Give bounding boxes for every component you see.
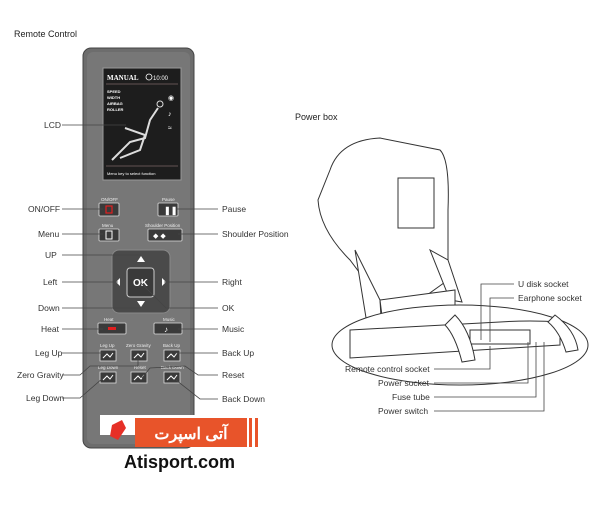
power-icon (105, 205, 113, 214)
callout-onoff: ON/OFF (28, 204, 60, 214)
music-note-icon: ♪ (168, 111, 172, 118)
callout-power-socket: Power socket (378, 378, 430, 388)
logo-banner (135, 418, 247, 447)
logo-name-fa: آتی اسپرت (154, 422, 229, 444)
callout-earphone-socket: Earphone socket (518, 293, 582, 303)
callout-heat: Heat (41, 324, 60, 334)
lcd-row: SPEED (107, 89, 121, 94)
massage-icons: ◉ (168, 95, 174, 102)
callout-menu: Menu (38, 229, 60, 239)
power-box-title: Power box (295, 112, 338, 122)
shoulder-position-button[interactable] (147, 228, 183, 242)
callout-reset: Reset (222, 370, 245, 380)
lcd-row: AIRBAG (107, 101, 123, 106)
down-button[interactable] (137, 301, 145, 307)
power-box-callouts: U disk socket Earphone socket Remote con… (345, 279, 582, 416)
lcd-screen: MANUAL 10:00 SPEED WIDTH AIRBAG ROLLER ◉… (102, 67, 182, 181)
callout-fuse-tube: Fuse tube (392, 392, 430, 402)
callout-back-up: Back Up (222, 348, 254, 358)
callout-remote-control-socket: Remote control socket (345, 364, 430, 374)
head-icon (156, 100, 164, 108)
left-callouts: LCD ON/OFF Menu UP Left Down Heat Leg Up… (17, 120, 141, 403)
lcd-time: 10:00 (153, 76, 169, 82)
callout-right: Right (222, 277, 242, 287)
callout-zero-gravity: Zero Gravity (17, 370, 65, 380)
caption: Leg Up (100, 343, 115, 348)
up-button[interactable] (137, 256, 145, 262)
caption: Back Up (163, 343, 181, 348)
caption: Reset (134, 365, 147, 370)
chair-base-drawing (317, 137, 589, 386)
caption: ON/OFF (101, 197, 118, 202)
heat-icon: ≈ (168, 125, 172, 132)
music-icon: ♪ (164, 325, 168, 334)
shoulder-arrows-icon: ◆ ◆ (153, 233, 166, 240)
callout-leg-down: Leg Down (26, 393, 65, 403)
callout-pause: Pause (222, 204, 246, 214)
music-button[interactable] (153, 322, 183, 335)
lcd-row: WIDTH (107, 95, 120, 100)
menu-button[interactable] (98, 228, 120, 242)
right-callouts: Pause Shoulder Position Right OK Music B… (140, 204, 289, 404)
pause-button[interactable] (157, 202, 179, 217)
caption: Shoulder Position (145, 223, 181, 228)
lcd-mode: MANUAL (107, 74, 139, 82)
callout-leg-up: Leg Up (35, 348, 63, 358)
menu-icon (105, 230, 113, 240)
lcd-row: ROLLER (107, 107, 124, 112)
caption: Music (163, 317, 176, 322)
pause-icon: ❚❚ (164, 206, 177, 216)
callout-music: Music (222, 324, 245, 334)
atisport-logo: آتی اسپرت Atisport.com (100, 415, 258, 472)
callout-lcd: LCD (44, 120, 61, 130)
callout-down: Down (38, 303, 60, 313)
callout-up: UP (45, 250, 57, 260)
clock-icon (145, 73, 153, 81)
caption: Heat (104, 317, 114, 322)
ok-label: OK (133, 278, 149, 289)
heat-indicator-icon (108, 327, 116, 330)
caption: Back Down (161, 365, 184, 370)
lcd-hint: Menu key to select function (107, 171, 155, 176)
callout-u-disk-socket: U disk socket (518, 279, 569, 289)
callout-shoulder: Shoulder Position (222, 229, 289, 239)
caption: Pause (162, 197, 175, 202)
logo-site: Atisport.com (124, 452, 235, 472)
remote-title: Remote Control (14, 29, 77, 39)
chair-figure-icon (111, 107, 159, 161)
caption: Zero Gravity (126, 343, 152, 348)
callout-power-switch: Power switch (378, 406, 428, 416)
callout-left: Left (43, 277, 58, 287)
callout-ok: OK (222, 303, 235, 313)
caption: Menu (102, 223, 114, 228)
onoff-button[interactable] (98, 202, 120, 217)
caption: Leg Down (98, 365, 119, 370)
callout-back-down: Back Down (222, 394, 265, 404)
runner-icon (110, 420, 126, 440)
